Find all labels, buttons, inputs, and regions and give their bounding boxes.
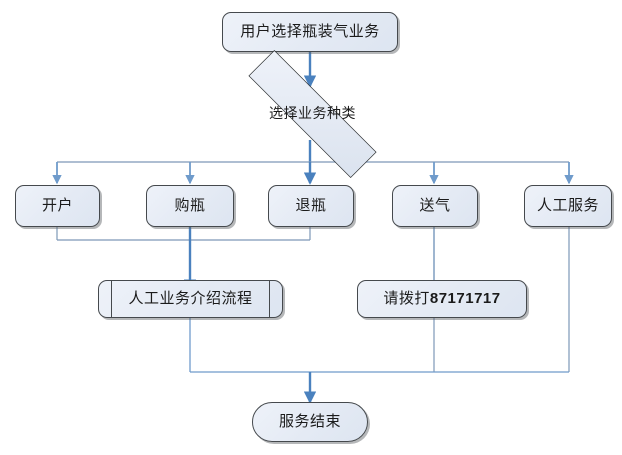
node-manual-process[interactable]: 人工业务介绍流程 — [98, 280, 283, 318]
node-start[interactable]: 用户选择瓶装气业务 — [222, 12, 398, 52]
node-dial-number[interactable]: 请拨打87171717 — [357, 280, 527, 318]
node-deliver-gas[interactable]: 送气 — [392, 185, 478, 227]
node-manual-service-label: 人工服务 — [536, 196, 599, 214]
node-decision-label: 选择业务种类 — [269, 105, 356, 122]
node-manual-process-label: 人工业务介绍流程 — [128, 289, 253, 307]
node-dial-number-phone: 87171717 — [429, 289, 501, 307]
node-end-label: 服务结束 — [278, 412, 341, 430]
node-start-label: 用户选择瓶装气业务 — [240, 22, 380, 40]
node-return-bottle-label: 退瓶 — [295, 196, 327, 214]
node-decision[interactable]: 选择业务种类 — [210, 49, 415, 179]
node-return-bottle[interactable]: 退瓶 — [268, 185, 354, 227]
predefined-process-right-bar — [269, 280, 270, 318]
node-deliver-gas-label: 送气 — [419, 196, 451, 214]
node-open-account-label: 开户 — [41, 196, 73, 214]
node-dial-number-label: 请拨打87171717 — [383, 289, 501, 308]
node-open-account[interactable]: 开户 — [15, 185, 100, 227]
node-buy-bottle[interactable]: 购瓶 — [146, 185, 234, 227]
node-manual-service[interactable]: 人工服务 — [524, 185, 612, 227]
node-buy-bottle-label: 购瓶 — [174, 196, 206, 214]
node-end[interactable]: 服务结束 — [252, 402, 368, 442]
predefined-process-left-bar — [111, 280, 112, 318]
node-dial-number-prefix: 请拨打 — [383, 289, 430, 307]
